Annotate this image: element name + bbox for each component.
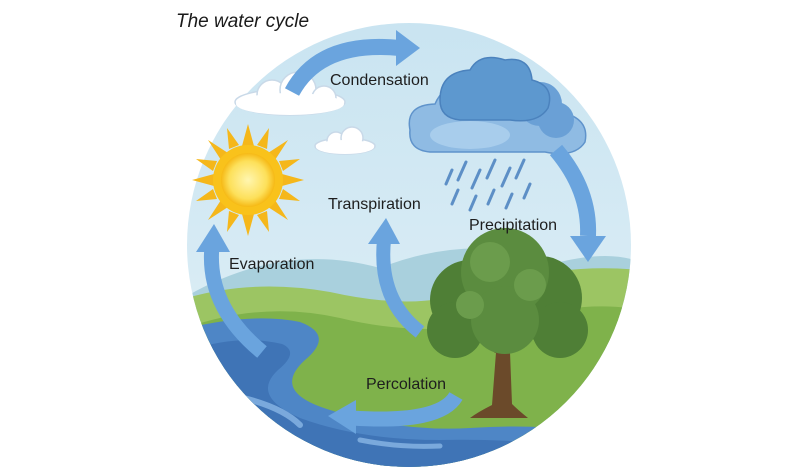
cycle-arrows	[196, 30, 606, 434]
cloud-icon	[234, 71, 346, 116]
label-evaporation: Evaporation	[229, 256, 315, 273]
cycle-arrow-head	[368, 218, 400, 244]
rain-cloud-icon	[408, 56, 587, 212]
cycle-arrow-head	[328, 400, 356, 434]
sun-icon	[192, 124, 304, 236]
label-transpiration: Transpiration	[328, 196, 421, 213]
cycle-arrow-head	[570, 236, 606, 262]
label-condensation: Condensation	[330, 72, 429, 89]
tree-icon	[427, 228, 588, 418]
small-cloud-icon	[314, 126, 376, 155]
cycle-arrow-head	[396, 30, 420, 66]
cycle-arrow	[549, 144, 597, 237]
cycle-arrow	[376, 239, 425, 338]
diagram-title: The water cycle	[176, 11, 310, 32]
label-percolation: Percolation	[366, 376, 447, 393]
cycle-arrow	[284, 39, 401, 97]
cycle-arrow	[203, 245, 267, 358]
cycle-arrow	[351, 391, 463, 427]
label-precipitation: Precipitation	[469, 217, 558, 234]
cycle-arrow-head	[196, 224, 230, 252]
